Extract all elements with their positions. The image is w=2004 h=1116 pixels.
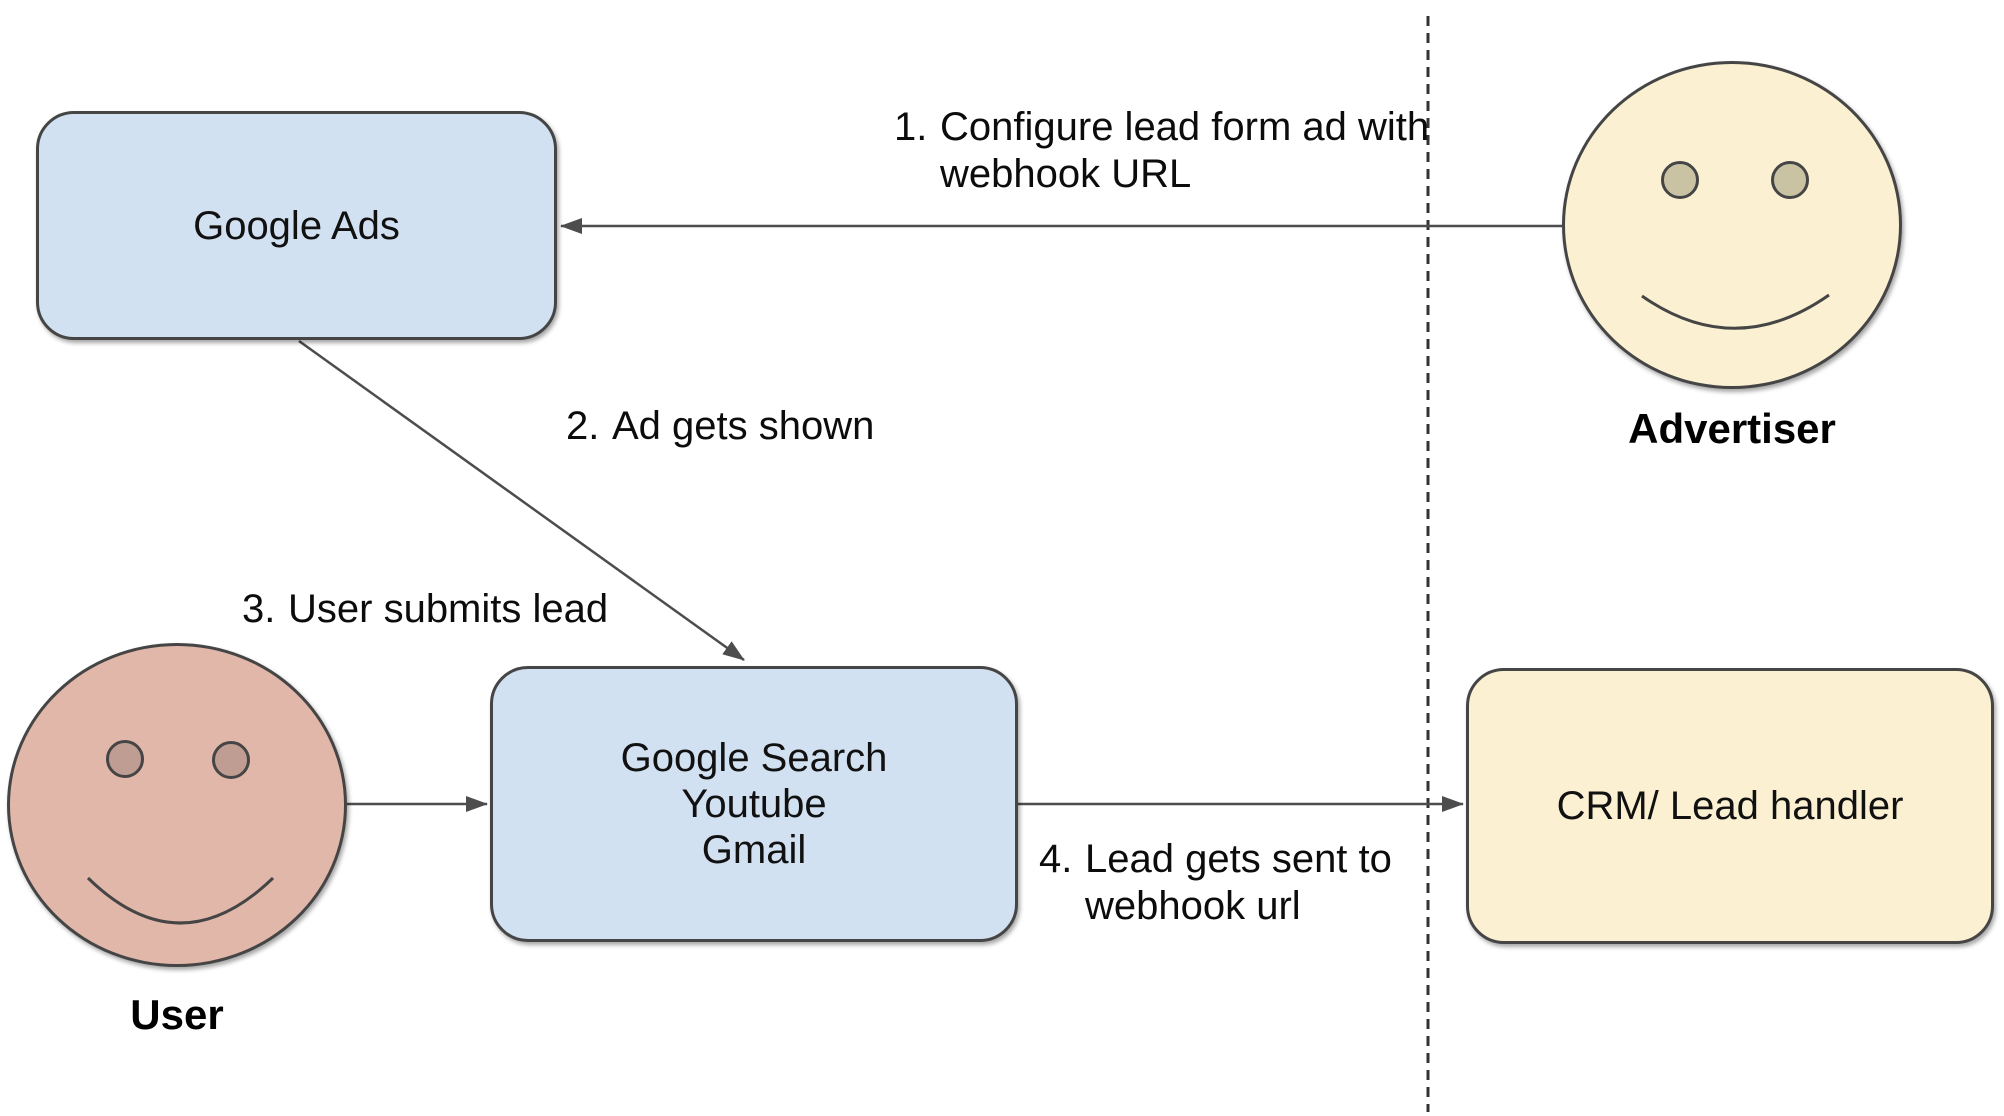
step-4-number: 4. — [1039, 837, 1073, 881]
advertiser-smile-icon — [1641, 293, 1830, 330]
advertiser-left-eye-icon — [1661, 161, 1699, 199]
user-label: User — [130, 991, 224, 1038]
user-right-eye-icon — [212, 741, 250, 779]
step-4-text: Lead gets sent to webhook url — [1085, 836, 1392, 930]
step-1-number: 1. — [894, 105, 928, 149]
node-google-surfaces-label: Google Search Youtube Gmail — [621, 735, 888, 873]
step-4-line-1: Lead gets sent to — [1085, 837, 1392, 881]
step-4-annotation: 4. Lead gets sent to webhook url — [1039, 836, 1392, 930]
step-2-text: Ad gets shown — [612, 404, 875, 448]
step-1-line-2: webhook URL — [940, 152, 1192, 196]
node-crm-label: CRM/ Lead handler — [1556, 784, 1904, 828]
advertiser-face-icon — [1562, 61, 1902, 389]
step-1-annotation: 1. Configure lead form ad with webhook U… — [894, 104, 1429, 198]
surface-line-google-search: Google Search — [620, 736, 888, 780]
step-3-text: User submits lead — [288, 587, 609, 631]
step-2-annotation: 2. Ad gets shown — [566, 403, 874, 450]
surface-line-youtube: Youtube — [681, 782, 827, 826]
step-4-line-2: webhook url — [1085, 884, 1301, 928]
user-left-eye-icon — [106, 740, 144, 778]
step-3-number: 3. — [242, 587, 276, 631]
node-google-ads: Google Ads — [36, 111, 557, 340]
node-google-surfaces: Google Search Youtube Gmail — [490, 666, 1018, 942]
step-1-text: Configure lead form ad with webhook URL — [940, 104, 1429, 198]
advertiser-right-eye-icon — [1771, 161, 1809, 199]
surface-line-gmail: Gmail — [701, 828, 807, 872]
arrow-step-2 — [298, 339, 745, 662]
node-google-ads-label: Google Ads — [193, 203, 400, 248]
user-face-icon — [7, 643, 347, 967]
step-3-annotation: 3. User submits lead — [242, 586, 608, 633]
step-2-number: 2. — [566, 404, 600, 448]
user-smile-icon — [86, 876, 275, 925]
advertiser-label: Advertiser — [1628, 405, 1836, 452]
step-1-line-1: Configure lead form ad with — [940, 105, 1430, 149]
node-crm-lead-handler: CRM/ Lead handler — [1466, 668, 1994, 944]
